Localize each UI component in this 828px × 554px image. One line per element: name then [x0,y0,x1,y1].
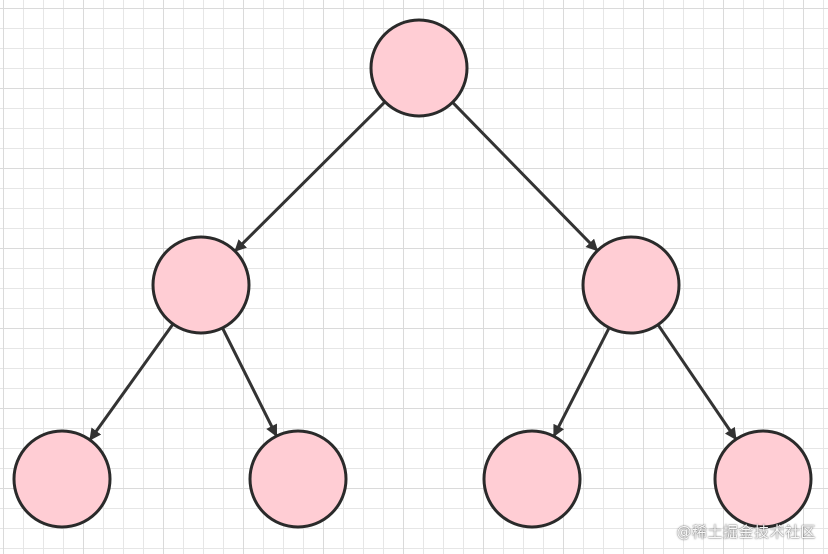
tree-node-left-right [248,429,348,529]
tree-node-left [151,235,251,335]
tree-node-right-right [713,429,813,529]
edge-left-to-left-right [221,327,278,437]
edge-right-to-right-right [656,323,737,441]
tree-node-right [581,235,681,335]
tree-node-root [369,18,469,118]
tree-node-left-left [12,429,112,529]
tree-nodes [12,18,813,529]
tree-node-right-left [482,429,582,529]
watermark: @稀土掘金技术社区 [676,523,816,541]
edge-left-to-left-left [89,323,175,441]
edge-right-to-right-left [552,327,611,438]
tree-edges [89,100,737,441]
edge-root-to-right [451,101,599,252]
edge-root-to-left [234,100,387,252]
